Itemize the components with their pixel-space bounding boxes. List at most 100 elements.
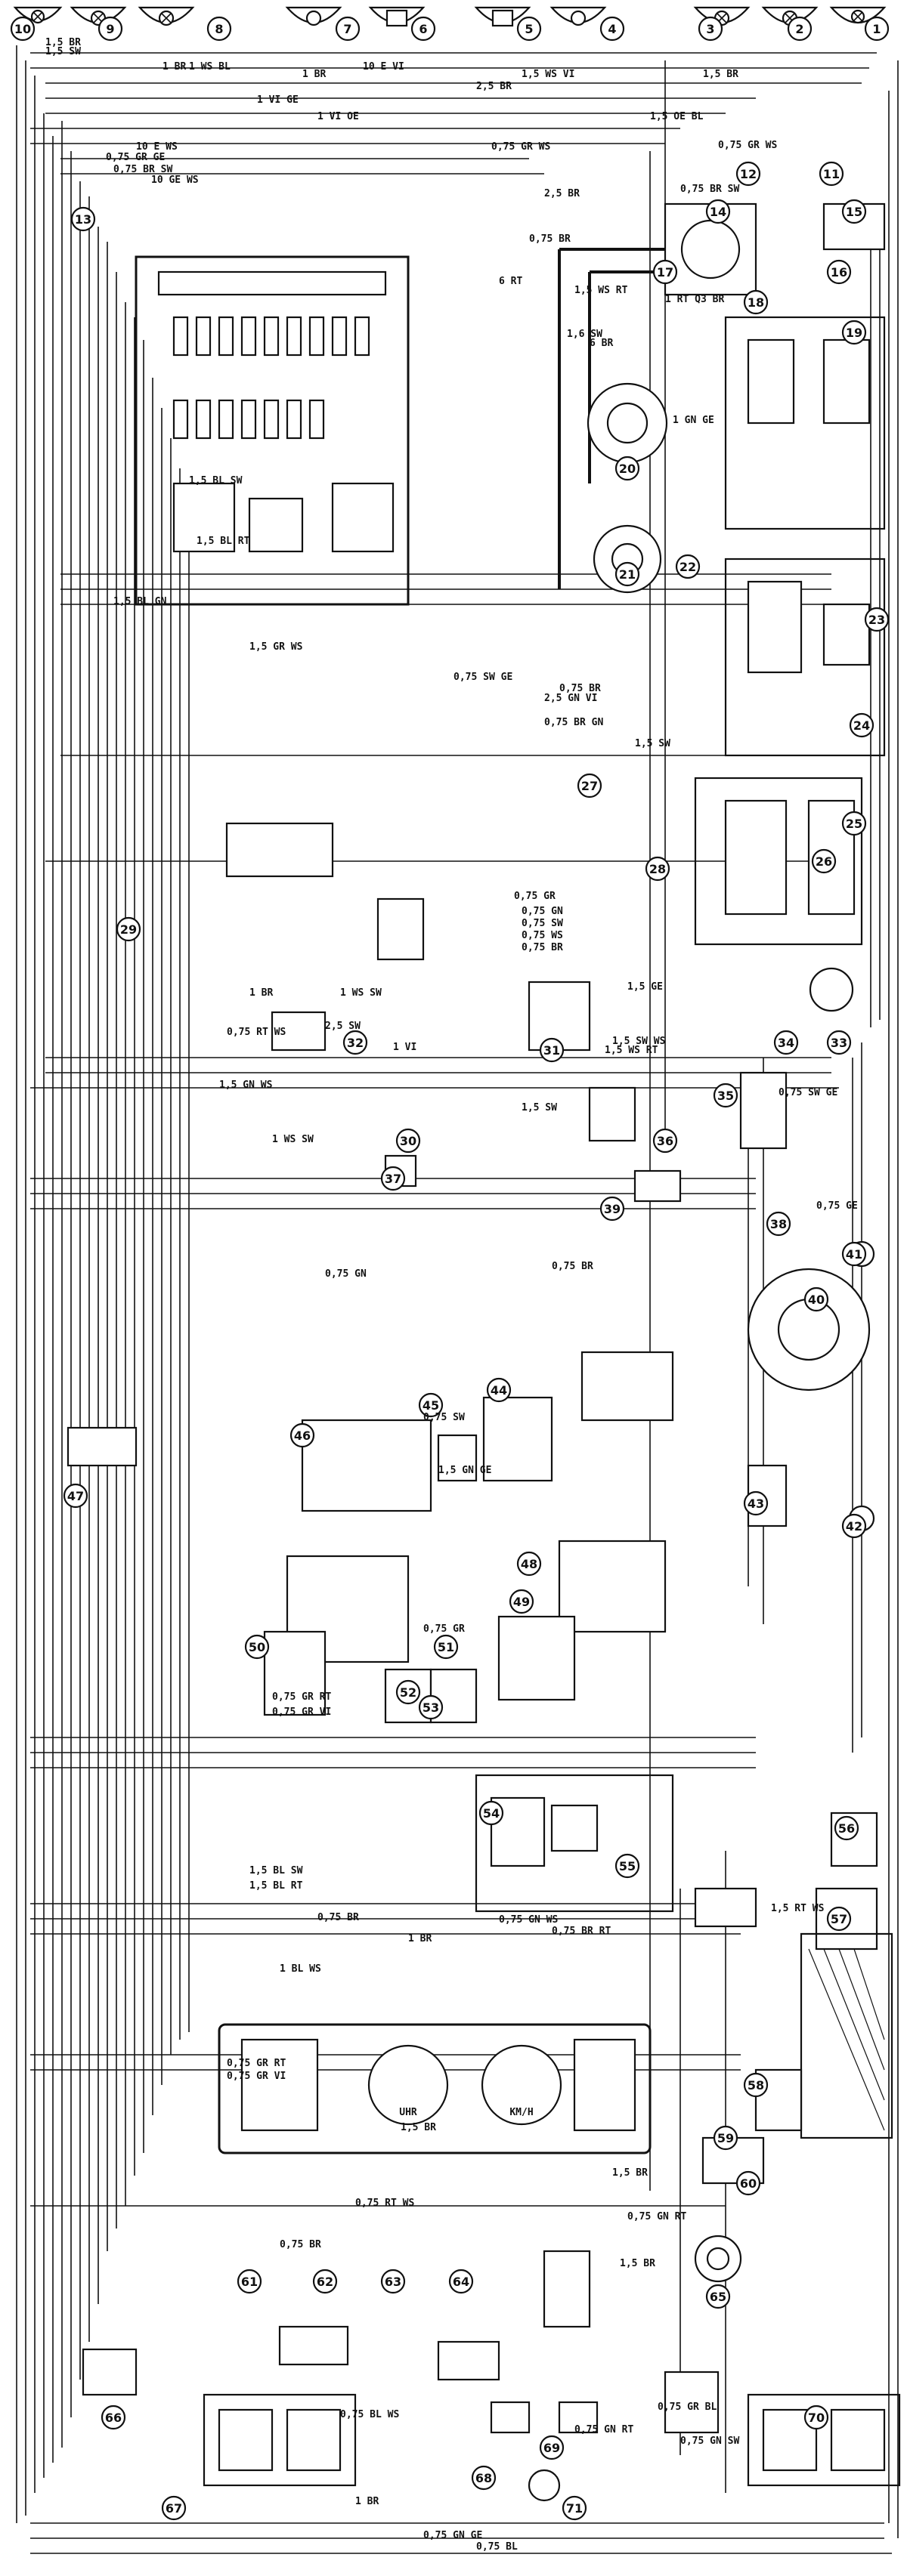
component-callout-number: 20: [619, 462, 636, 476]
wire-label: 1 VI GE: [257, 94, 299, 106]
component-callout-circle: [652, 259, 678, 285]
component-callout-circle: [841, 1241, 867, 1267]
component-callout-circle: [516, 16, 542, 42]
component-callout-number: 4: [608, 22, 616, 36]
component-callout-number: 35: [717, 1089, 734, 1103]
component-callout-number: 32: [347, 1036, 364, 1050]
wire-label: 1,5 BR: [703, 69, 738, 80]
clock-gauge-label: UHR: [399, 2107, 417, 2118]
component-callout-circle: [516, 1551, 542, 1577]
component-callout-number: 14: [710, 205, 726, 219]
component-callout-number: 65: [710, 2290, 726, 2304]
wire-label: 6 BR: [590, 338, 613, 349]
wire-label: 0,75 GR: [514, 891, 556, 902]
component-callout-circle: [395, 1679, 421, 1705]
component-callout-circle: [766, 1211, 791, 1237]
wire-label: 1 WS SW: [340, 987, 382, 999]
component-callout-circle: [101, 2405, 126, 2430]
speedometer-gauge-label: KM/H: [509, 2107, 533, 2118]
component-callout-number: 58: [748, 2078, 764, 2093]
component-callout-circle: [577, 773, 602, 798]
component-callout-circle: [841, 199, 867, 224]
component-callout-circle: [826, 1030, 852, 1055]
component-callout-number: 39: [604, 1202, 621, 1216]
bottom-components: [82, 2235, 901, 2502]
component-callout-circle: [713, 2125, 738, 2151]
wire-label: 1,5 RT WS: [771, 1903, 825, 1914]
wire-label: 1,5 GN GE: [438, 1465, 491, 1476]
wire-label: 1 WS BL: [189, 61, 231, 73]
wire-label: 1,5 BL RT: [197, 536, 250, 547]
component-callout-circle: [418, 1694, 444, 1720]
wire-label: 6 RT: [499, 276, 522, 287]
wire-label: 0,75 GN WS: [499, 1914, 558, 1926]
lamp-unit-5: [474, 6, 531, 27]
wire-label: 1,5 SW: [635, 738, 670, 749]
component-callout-circle: [614, 456, 640, 481]
component-callout-number: 68: [475, 2471, 492, 2485]
wire-label: 0,75 SW: [423, 1412, 465, 1423]
component-callout-number: 33: [831, 1036, 847, 1050]
component-callout-number: 70: [808, 2411, 825, 2425]
component-callout-number: 16: [831, 265, 847, 280]
component-callout-number: 71: [566, 2501, 583, 2516]
component-callout-circle: [803, 2405, 829, 2430]
component-callout-circle: [410, 16, 436, 42]
fuse-row: [172, 316, 370, 440]
component-callout-number: 11: [823, 167, 840, 181]
component-callout-circle: [735, 161, 761, 187]
wire-label: 0,75 GR WS: [491, 141, 550, 153]
wire-label: 1 RT Q3 BR: [665, 294, 724, 305]
component-callout-number: 36: [657, 1134, 673, 1148]
component-callout-circle: [10, 16, 36, 42]
component-callout-number: 8: [215, 22, 223, 36]
wire-label: 1,5 BL RT: [249, 1880, 303, 1892]
wire-label: 10 E WS: [136, 141, 178, 153]
wire-label: 1,5 OE BL: [650, 111, 704, 122]
component-callout-number: 51: [438, 1640, 454, 1654]
wire-label: 0,75 GN RT: [574, 2424, 633, 2435]
component-callout-circle: [849, 712, 874, 738]
component-callout-number: 24: [853, 718, 870, 733]
component-callout-number: 21: [619, 567, 636, 582]
wire-label: 2,5 BR: [544, 188, 580, 199]
wire-label: 0,75 GR VI: [272, 1707, 331, 1718]
wire-label: 0,75 BR: [317, 1912, 359, 1923]
lamp-unit-7: [285, 6, 342, 26]
wire-label: 0,75 BR SW: [680, 184, 739, 195]
wire-label: 0,75 BR RT: [552, 1926, 611, 1937]
component-callout-number: 31: [543, 1043, 560, 1058]
component-callout-circle: [614, 561, 640, 587]
wire-label: 0,75 BR: [522, 942, 563, 953]
wire-label: 0,75 BL WS: [340, 2409, 399, 2420]
component-callout-number: 43: [748, 1496, 764, 1511]
wire-label: 1 VI: [393, 1042, 416, 1053]
component-callout-number: 13: [75, 212, 91, 227]
wire-label: 0,75 GN GE: [423, 2530, 482, 2541]
wire-label: 10 E VI: [363, 61, 404, 73]
component-callout-number: 23: [868, 613, 885, 627]
wire-label: 0,75 BR SW: [113, 164, 172, 175]
wire-label: 0,75 GR WS: [718, 140, 777, 151]
component-callout-circle: [237, 2269, 262, 2294]
instrument-cluster: UHR KM/H: [218, 2023, 652, 2154]
component-callout-circle: [834, 1815, 859, 1841]
component-callout-circle: [342, 1030, 368, 1055]
component-callout-circle: [705, 199, 731, 224]
component-callout-number: 19: [846, 326, 862, 340]
wire-label: 1,5 SW WS: [612, 1036, 666, 1047]
component-callout-number: 37: [385, 1172, 401, 1186]
component-callout-circle: [826, 259, 852, 285]
wire-label: 0,75 GN SW: [680, 2435, 739, 2447]
wire-label: 0,75 GR RT: [272, 1691, 331, 1703]
wire-label: 0,75 GN: [325, 1268, 367, 1280]
component-callout-number: 45: [423, 1398, 439, 1413]
component-callout-number: 57: [831, 1912, 847, 1926]
component-callout-number: 18: [748, 295, 764, 310]
middle-components: [67, 822, 875, 1724]
component-callout-number: 17: [657, 265, 673, 280]
wire-label: 0,75 RT WS: [227, 1027, 286, 1038]
